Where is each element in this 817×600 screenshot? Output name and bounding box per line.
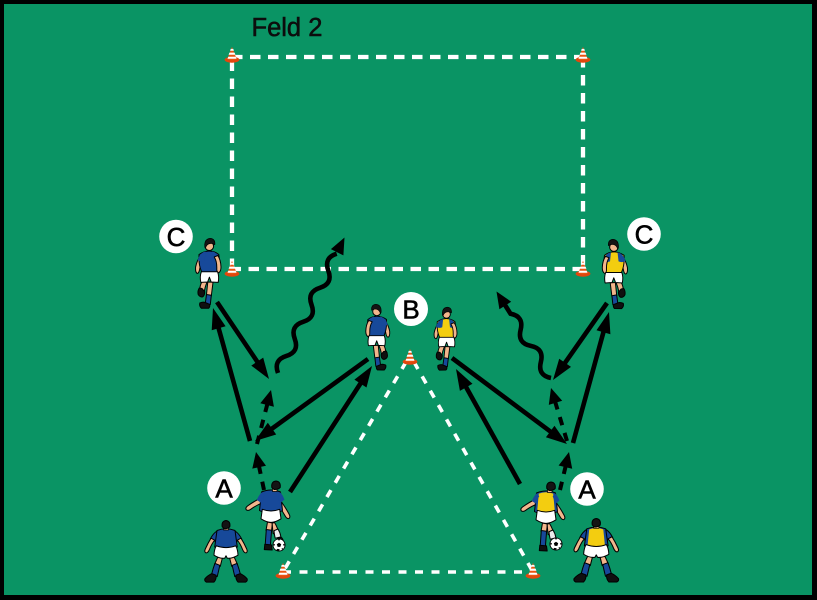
svg-text:C: C <box>167 222 186 252</box>
svg-text:C: C <box>635 219 654 249</box>
svg-text:A: A <box>215 473 233 503</box>
svg-text:A: A <box>578 474 596 504</box>
svg-text:B: B <box>402 294 419 324</box>
svg-text:Feld 2: Feld 2 <box>252 14 323 42</box>
